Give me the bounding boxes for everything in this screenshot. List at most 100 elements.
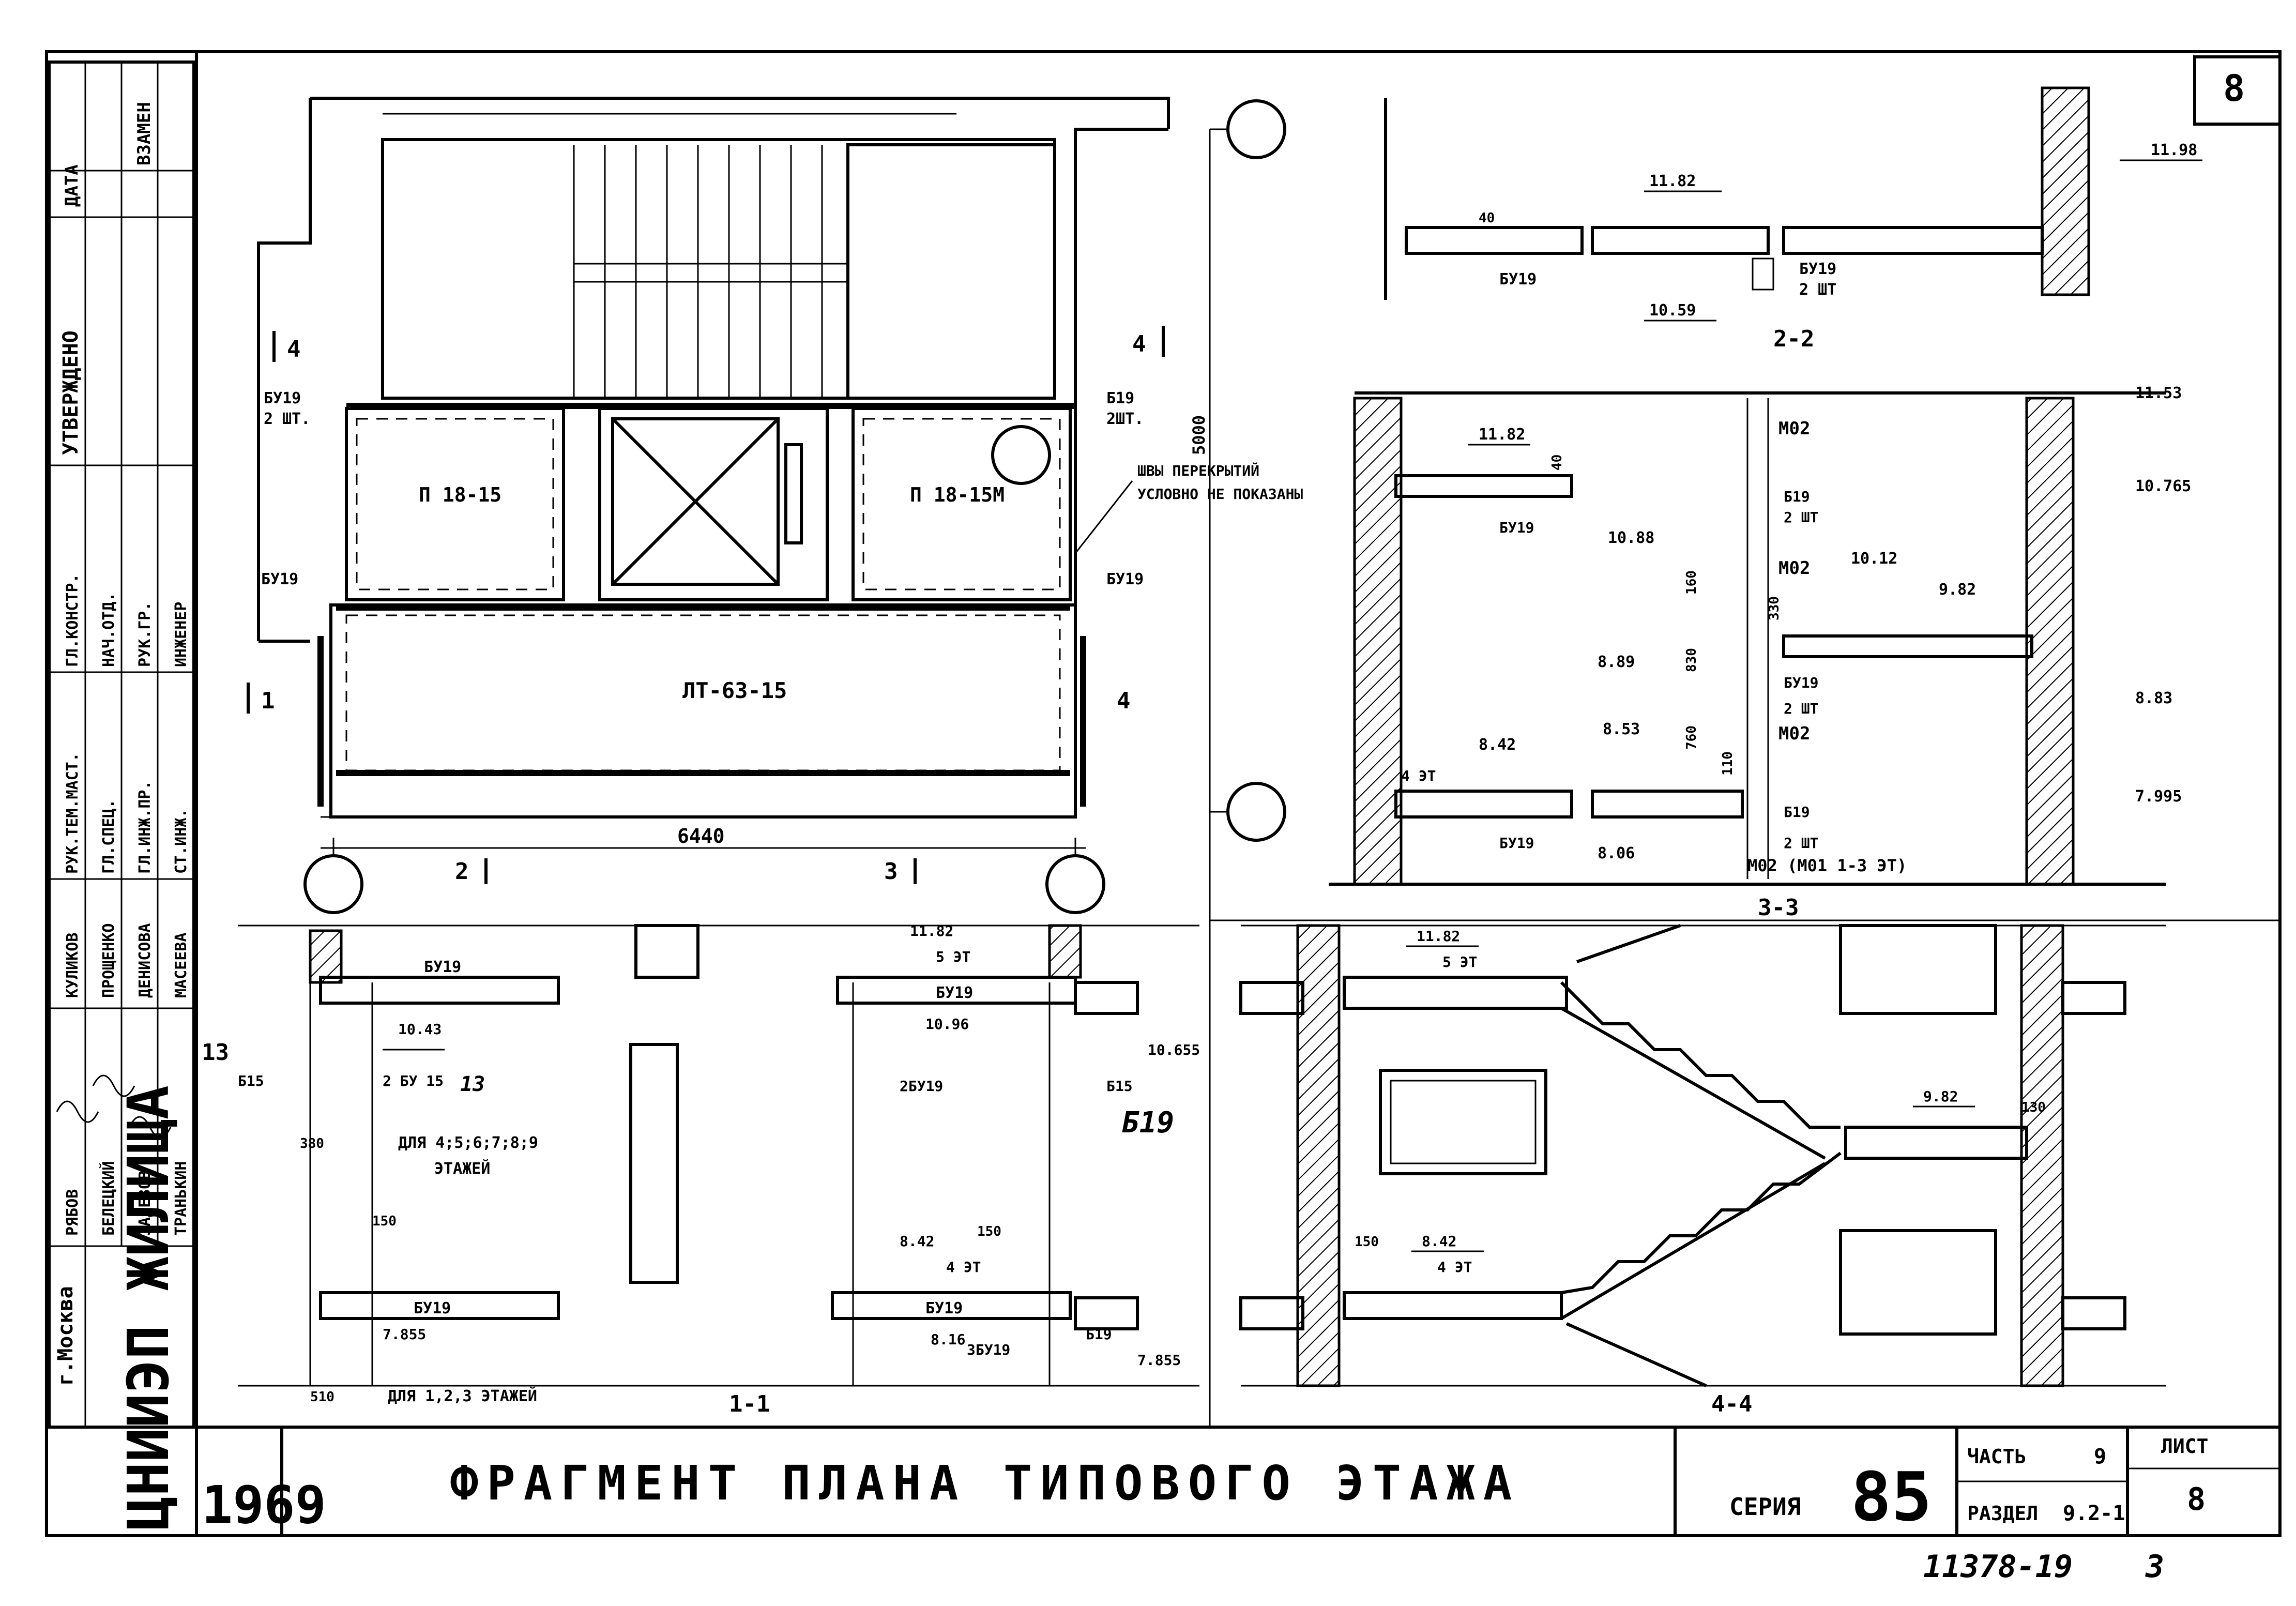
stair-flight-upper	[1560, 981, 1841, 1129]
label-p18-15m: П 18-15М	[910, 483, 1005, 506]
stamp-replacement: ВЗАМЕН	[134, 102, 155, 165]
s44-d150: 150	[1355, 1234, 1379, 1250]
part-value: 9	[2094, 1445, 2106, 1468]
dim-5000: 5000	[1189, 415, 1209, 455]
s33-b1: Б19	[1784, 488, 1810, 505]
label-p18-15: П 18-15	[419, 483, 501, 506]
s33-b2: БУ19	[1784, 674, 1818, 691]
s11-hand2: 13	[460, 1072, 485, 1096]
s33-d5: 330	[1767, 596, 1782, 620]
s22-beam-right-qty: 2 ШТ	[1799, 281, 1836, 299]
part-label: ЧАСТЬ	[1967, 1445, 2026, 1468]
s11-note-a2: ЭТАЖЕЙ	[434, 1159, 490, 1178]
s33-b3: Б19	[1784, 804, 1810, 821]
s33-e8: 8.83	[2135, 689, 2172, 707]
stair-treads	[573, 143, 1056, 400]
s33-bu-a: БУ19	[1499, 519, 1534, 536]
stamp-col-5: ГЛ.ИНЖ.ПР.	[136, 780, 154, 874]
beam-ml: БУ19	[261, 570, 298, 588]
stamp-col-3: ГЛ.СПЕЦ.	[100, 799, 118, 874]
s44-label: 4-4	[1711, 1391, 1752, 1417]
s33-e11: 7.995	[2135, 787, 2182, 806]
sheet-title: ФРАГМЕНТ ПЛАНА ТИПОВОГО ЭТАЖА	[450, 1456, 1520, 1511]
s33-bu-b: БУ19	[1499, 835, 1534, 852]
stamp-col-2: ГЛ.КОНСТР.	[64, 573, 82, 667]
s33-b2q: 2 ШТ	[1784, 700, 1818, 717]
s33-d2: 830	[1684, 648, 1699, 672]
s11-e5n: 4 ЭТ	[946, 1259, 981, 1276]
s22-elev-low: 10.59	[1649, 301, 1696, 320]
s11-e4: 10.655	[1148, 1041, 1200, 1058]
stamp-name-8: МАСЕЕВА	[172, 933, 190, 998]
handwritten-number: 11378-19	[1923, 1549, 2073, 1585]
beam-tl: БУ19	[264, 389, 301, 407]
s11-b1: БУ19	[424, 958, 461, 976]
s11-d510: 510	[310, 1389, 334, 1405]
s11-e3: 10.96	[925, 1016, 969, 1033]
s11-b8: Б15	[1106, 1078, 1133, 1095]
beam-tr-qty: 2ШТ.	[1106, 410, 1144, 428]
s11-e6: 8.16	[931, 1331, 965, 1348]
s33-e2: 11.82	[1479, 426, 1525, 444]
s33-m3: М02	[1778, 723, 1810, 744]
label-lt-63-15: ЛТ-63-15	[682, 678, 787, 703]
stamp-col-6: РУК.ГР.	[136, 602, 154, 667]
stamp-date-label: ДАТА	[62, 164, 82, 207]
s33-d4: 110	[1720, 751, 1736, 776]
section-1-1: 1-1 11.82 5 ЭТ 10.43 10.96 10.655 8.42 4…	[238, 922, 1200, 1417]
s33-e6: 9.82	[1939, 581, 1976, 599]
s11-note-b: ДЛЯ 1,2,3 ЭТАЖЕЙ	[388, 1387, 537, 1405]
s33-e9: 8.53	[1603, 720, 1640, 738]
s33-b3q: 2 ШТ	[1784, 835, 1818, 852]
s33-e12: 8.06	[1598, 844, 1635, 862]
note-line-2: УСЛОВНО НЕ ПОКАЗАНЫ	[1137, 486, 1303, 503]
s33-label: 3-3	[1758, 895, 1799, 921]
cut-4-mid: 4	[1117, 688, 1131, 714]
s22-dim-40: 40	[1479, 210, 1495, 226]
section-2-2: 11.82 11.98 10.59 40 БУ19 БУ19 2 ШТ 2-2	[1384, 86, 2202, 352]
cut-4-left: 4	[287, 336, 301, 362]
s33-d3: 760	[1684, 725, 1699, 750]
year: 1969	[202, 1475, 326, 1535]
cut-1-left: 1	[261, 688, 275, 714]
stamp-name-6: ПРОЩЕНКО	[100, 923, 118, 998]
beam-tr: Б19	[1106, 389, 1134, 407]
s33-e3: 10.765	[2135, 477, 2191, 495]
s22-elev-top: 11.98	[2151, 141, 2197, 159]
s33-m4: М02 (М01 1-3 ЭТ)	[1747, 856, 1907, 875]
sheet-label: ЛИСТ	[2161, 1435, 2209, 1458]
stamp-approved: УТВЕРЖДЕНО	[59, 330, 83, 455]
s33-d6: 40	[1549, 454, 1565, 471]
beam-tl-qty: 2 ШТ.	[264, 410, 310, 428]
sheet-value: 8	[2187, 1481, 2206, 1518]
s44-d130: 130	[2021, 1100, 2046, 1115]
s11-b9: 3БУ19	[967, 1341, 1010, 1358]
cut-4-right: 4	[1132, 331, 1146, 357]
org-city: г.Москва	[54, 1286, 78, 1386]
elevator-shaft	[598, 407, 829, 601]
s44-e1n: 5 ЭТ	[1442, 953, 1477, 971]
cut-2: 2	[455, 858, 469, 885]
axis-marker-br	[1045, 854, 1105, 914]
title-block: 1969 ФРАГМЕНТ ПЛАНА ТИПОВОГО ЭТАЖА СЕРИЯ…	[202, 1427, 2280, 1536]
s11-e8: 7.855	[1137, 1352, 1181, 1369]
corner-sheet-number: 8	[2193, 55, 2282, 126]
section-label: РАЗДЕЛ	[1967, 1502, 2038, 1525]
stamp-col-7: СТ.ИНЖ.	[172, 809, 190, 874]
s33-b1q: 2 ШТ	[1784, 509, 1818, 526]
s44-e1: 11.82	[1417, 928, 1460, 945]
s33-e4: 10.88	[1608, 529, 1654, 547]
s33-e5: 10.12	[1851, 550, 1897, 568]
dim-6440: 6440	[677, 825, 725, 847]
org-name: ЦНИИЭП ЖИЛИЩА	[115, 1085, 181, 1531]
s11-b2: БУ19	[936, 984, 973, 1002]
floor-plan: 6440 5000 П 18-15 П 18-15М ЛТ-63-15 ШВЫ …	[247, 97, 1303, 920]
s11-hand1: Б19	[1122, 1106, 1174, 1140]
cut-3: 3	[884, 858, 898, 885]
stamp-name-3: ЗАДЕЗОВ	[136, 1171, 154, 1236]
stamp-col-8: ИНЖЕНЕР	[172, 602, 190, 667]
s11-b6: 2БУ19	[900, 1078, 943, 1095]
s33-e10: 8.42	[1479, 736, 1516, 754]
s11-b10: Б19	[1086, 1326, 1112, 1343]
s11-b3: БУ19	[414, 1299, 451, 1317]
